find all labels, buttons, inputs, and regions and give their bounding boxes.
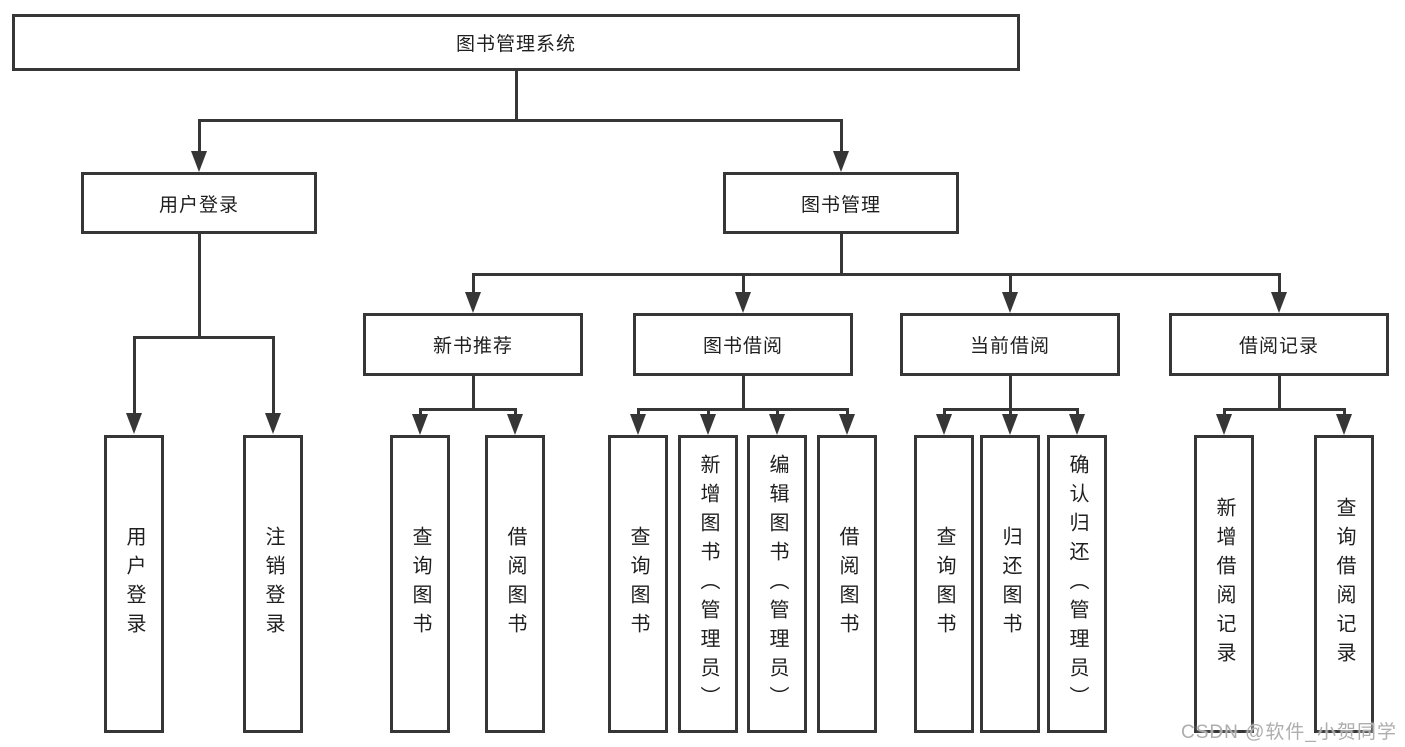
node-borrowing-records: 借阅记录 (1169, 313, 1389, 376)
arrow-down-icon (936, 414, 952, 435)
arrow-down-icon (1002, 414, 1018, 435)
node-user-login-label: 用户登录 (158, 194, 239, 216)
arrow-down-icon (1216, 414, 1232, 435)
arrow-down-icon (412, 414, 428, 435)
leaf-query-books-recommend: 查询图书 (390, 435, 450, 733)
leaf-edit-book-admin-label: 编辑图书（管理员） (766, 453, 788, 715)
arrow-down-icon (1069, 414, 1085, 435)
arrow-down-icon (833, 151, 849, 172)
leaf-add-borrow-record: 新增借阅记录 (1194, 435, 1254, 733)
leaf-query-books-current: 查询图书 (914, 435, 974, 733)
leaf-confirm-return-admin: 确认归还（管理员） (1047, 435, 1107, 733)
leaf-borrow-books-borrow: 借阅图书 (817, 435, 877, 733)
leaf-return-books-label: 归还图书 (999, 526, 1021, 642)
leaf-borrow-books-recommend-label: 借阅图书 (504, 526, 526, 642)
arrow-down-icon (735, 292, 751, 313)
leaf-query-books-current-label: 查询图书 (933, 526, 955, 642)
root-node-library-system: 图书管理系统 (12, 14, 1020, 71)
arrow-down-icon (1336, 414, 1352, 435)
leaf-add-book-admin: 新增图书（管理员） (678, 435, 738, 733)
node-book-borrowing: 图书借阅 (633, 313, 853, 376)
node-new-book-recommendation-label: 新书推荐 (432, 336, 513, 357)
leaf-query-books-borrow: 查询图书 (608, 435, 668, 733)
leaf-user-login-label: 用户登录 (123, 526, 145, 642)
arrow-down-icon (507, 414, 523, 435)
node-borrowing-records-label: 借阅记录 (1238, 336, 1319, 357)
node-current-borrowing: 当前借阅 (900, 313, 1120, 376)
leaf-user-login: 用户登录 (104, 435, 164, 733)
leaf-confirm-return-admin-label: 确认归还（管理员） (1066, 453, 1088, 715)
leaf-add-book-admin-label: 新增图书（管理员） (697, 453, 719, 715)
arrow-down-icon (839, 414, 855, 435)
csdn-watermark: CSDN @软件_小贺同学 (1181, 722, 1397, 743)
leaf-query-books-recommend-label: 查询图书 (409, 526, 431, 642)
leaf-add-borrow-record-label: 新增借阅记录 (1213, 497, 1235, 671)
leaf-edit-book-admin: 编辑图书（管理员） (747, 435, 807, 733)
arrow-down-icon (265, 413, 281, 434)
node-new-book-recommendation: 新书推荐 (363, 313, 583, 376)
arrow-down-icon (1271, 292, 1287, 313)
leaf-return-books: 归还图书 (980, 435, 1040, 733)
arrow-down-icon (700, 414, 716, 435)
leaf-logout: 注销登录 (243, 435, 303, 733)
leaf-query-books-borrow-label: 查询图书 (627, 526, 649, 642)
arrow-down-icon (769, 414, 785, 435)
node-current-borrowing-label: 当前借阅 (969, 336, 1050, 357)
arrow-down-icon (126, 413, 142, 434)
arrow-down-icon (191, 151, 207, 172)
node-book-borrowing-label: 图书借阅 (702, 336, 783, 357)
arrow-down-icon (465, 292, 481, 313)
node-book-management: 图书管理 (723, 172, 959, 234)
leaf-query-borrow-record: 查询借阅记录 (1314, 435, 1374, 733)
node-book-management-label: 图书管理 (800, 194, 881, 216)
root-node-label: 图书管理系统 (455, 34, 576, 55)
leaf-borrow-books-recommend: 借阅图书 (485, 435, 545, 733)
leaf-logout-label: 注销登录 (262, 526, 284, 642)
node-user-login: 用户登录 (81, 172, 317, 234)
leaf-query-borrow-record-label: 查询借阅记录 (1333, 497, 1355, 671)
leaf-borrow-books-borrow-label: 借阅图书 (836, 526, 858, 642)
arrow-down-icon (1002, 292, 1018, 313)
arrow-down-icon (630, 414, 646, 435)
